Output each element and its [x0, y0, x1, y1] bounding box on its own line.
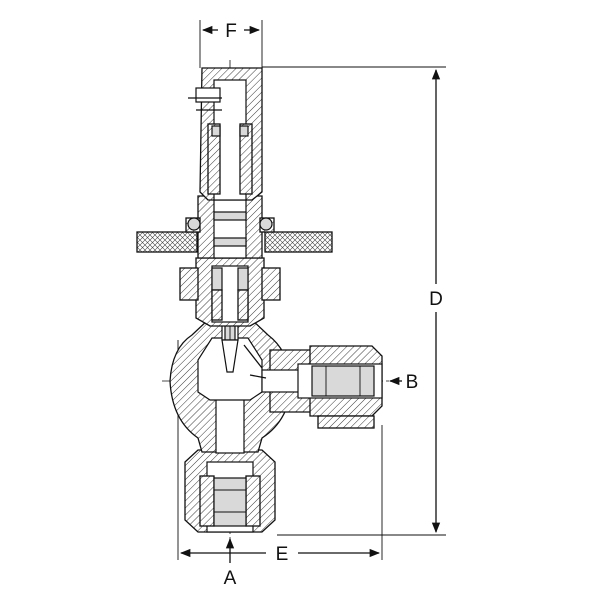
dimension-label-e: E — [276, 544, 289, 565]
valve-body — [169, 317, 316, 454]
bonnet — [179, 257, 281, 327]
dimension-label-f: F — [225, 21, 237, 42]
mounting-panel — [136, 231, 333, 253]
dimension-lines — [177, 20, 446, 563]
port-label-b: B — [406, 372, 419, 393]
dimension-label-d: D — [429, 289, 443, 310]
inlet-fitting — [184, 449, 276, 533]
panel-nut — [185, 195, 275, 259]
outlet-fitting — [297, 345, 383, 429]
handle — [188, 67, 263, 201]
port-label-a: A — [224, 568, 237, 589]
